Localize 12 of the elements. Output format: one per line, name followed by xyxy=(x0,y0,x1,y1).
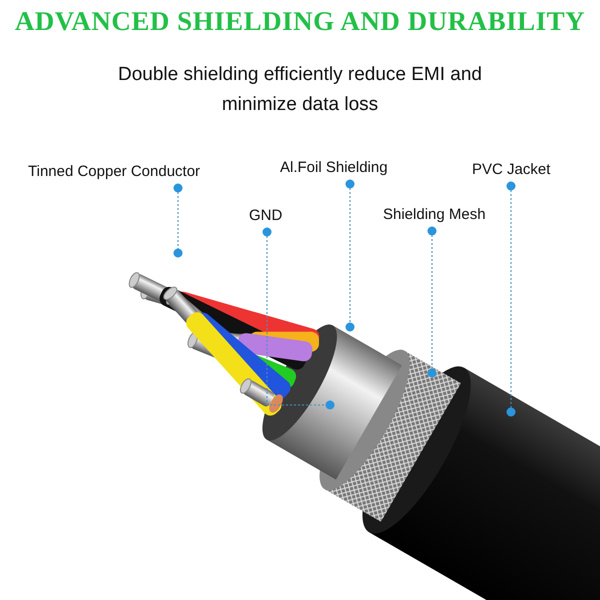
part-label: GND xyxy=(249,207,282,224)
part-label: Tinned Copper Conductor xyxy=(28,163,200,180)
leader-line xyxy=(346,180,354,332)
subtitle: Double shielding efficiently reduce EMI and minimize data loss xyxy=(116,63,484,117)
leader-line xyxy=(174,184,182,258)
leader-line xyxy=(428,226,436,378)
part-label: Al.Foil Shielding xyxy=(280,159,388,176)
title: ADVANCED SHIELDING AND DURABILITY xyxy=(14,6,586,37)
leader-line xyxy=(262,228,334,410)
part-label: Shielding Mesh xyxy=(383,206,486,223)
part-label: PVC Jacket xyxy=(472,161,550,178)
leader-line xyxy=(506,182,516,416)
